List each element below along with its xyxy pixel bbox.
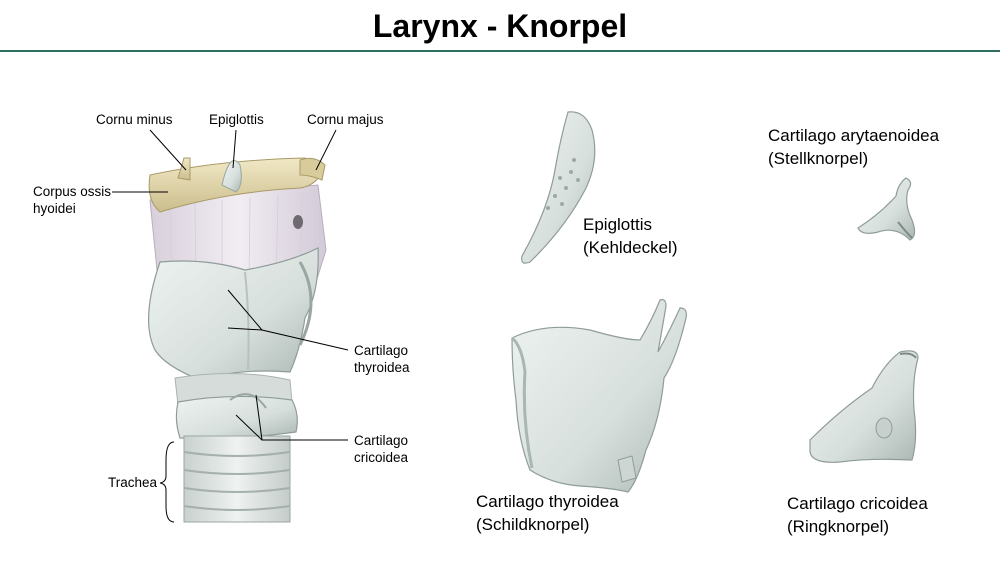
epiglottis-tip [221, 160, 242, 193]
caption-cricoidea-1: Cartilago cricoidea [787, 494, 928, 513]
thyroid-cartilage [148, 247, 319, 381]
hyoid-cornu-minus [177, 157, 191, 181]
leader-lines [112, 129, 349, 523]
caption-arytaenoidea-1: Cartilago arytaenoidea [768, 126, 940, 145]
label-trachea: Trachea [108, 475, 158, 490]
cricoid-cartilage [175, 395, 298, 439]
slide-title: Larynx - Knorpel [372, 8, 628, 44]
label-cornu-minus: Cornu minus [96, 112, 173, 127]
caption-epiglottis-1: Epiglottis [583, 215, 652, 234]
epiglottis-illustration [521, 111, 596, 264]
label-cartilago-thyroidea-1: Cartilago [354, 343, 409, 358]
label-epiglottis: Epiglottis [209, 112, 264, 127]
label-corpus-ossis-hyoidei-1: Corpus ossis [33, 184, 112, 199]
cricoid-illustration [809, 350, 919, 463]
caption-arytaenoidea-2: (Stellknorpel) [768, 149, 869, 168]
label-corpus-ossis-hyoidei-2: hyoidei [33, 201, 76, 216]
label-cartilago-cricoidea-1: Cartilago [354, 433, 409, 448]
arytenoid-illustration [857, 177, 916, 241]
caption-epiglottis-2: (Kehldeckel) [583, 238, 678, 257]
caption-thyroidea-1: Cartilago thyroidea [476, 492, 619, 511]
label-cartilago-cricoidea-2: cricoidea [354, 450, 409, 465]
caption-thyroidea-2: (Schildknorpel) [476, 515, 590, 534]
trachea [183, 435, 291, 523]
larynx-anterior-view [148, 157, 327, 523]
thyroid-illustration [510, 299, 687, 493]
caption-cricoidea-2: (Ringknorpel) [787, 517, 890, 536]
label-cartilago-thyroidea-2: thyroidea [354, 360, 410, 375]
label-cornu-majus: Cornu majus [307, 112, 384, 127]
title-divider [0, 50, 1000, 52]
